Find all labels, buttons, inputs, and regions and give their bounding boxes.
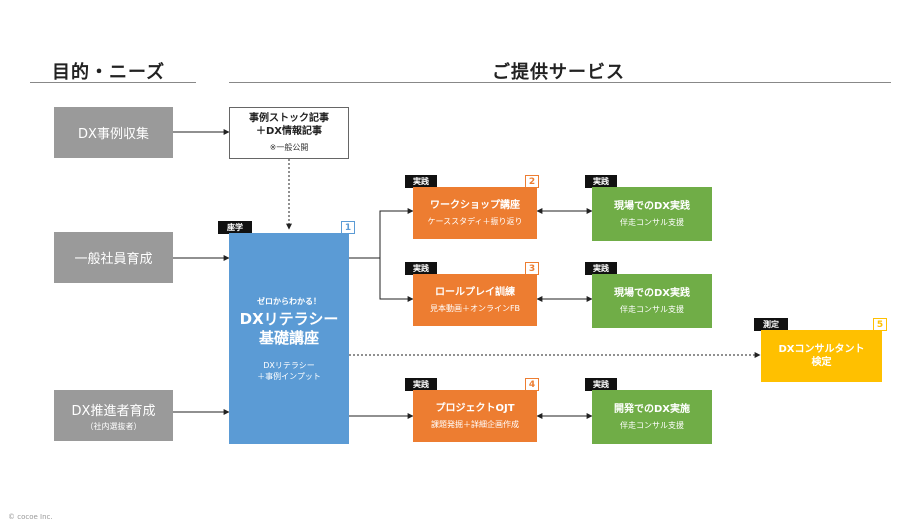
core-desc-1: DXリテラシー [263, 360, 315, 370]
dx-consultant-certification: DXコンサルタント 検定 [761, 330, 882, 382]
field-dx-practice-2: 現場でのDX実践 伴走コンサル支援 [592, 274, 712, 328]
services-heading-underline [229, 82, 891, 83]
need-label: DX推進者育成 [71, 403, 156, 419]
practice-tag: 実践 [585, 175, 617, 188]
project-ojt: プロジェクトOJT 課題発掘＋詳細企画作成 [413, 390, 537, 442]
services-heading: ご提供サービス [492, 62, 625, 83]
core-title-1: DXリテラシー [239, 309, 339, 328]
case-stock-articles-box: 事例ストック記事 ＋DX情報記事 ※一般公開 [229, 107, 349, 159]
consult-tag: 測定 [754, 318, 788, 331]
program-title: プロジェクトOJT [435, 403, 515, 414]
consult-line2: 検定 [811, 357, 832, 368]
program-title: ワークショップ講座 [430, 200, 520, 211]
need-label: DX事例収集 [78, 127, 149, 142]
core-desc-2: ＋事例インプット [257, 371, 321, 381]
practice-subtitle: 伴走コンサル支援 [620, 305, 684, 314]
practice-title: 現場でのDX実践 [613, 201, 690, 212]
stock-note: ※一般公開 [269, 143, 309, 152]
program-subtitle: 課題発掘＋詳細企画作成 [431, 420, 519, 429]
practice-subtitle: 伴走コンサル支援 [620, 218, 684, 227]
need-employee-training: 一般社員育成 [54, 232, 173, 283]
needs-heading-underline [30, 82, 196, 83]
practice-tag: 実践 [585, 378, 617, 391]
program-number-badge: 4 [525, 378, 539, 391]
need-dx-case-collection: DX事例収集 [54, 107, 173, 158]
consult-line1: DXコンサルタント [778, 344, 865, 355]
program-tag: 実践 [405, 262, 437, 275]
stock-line1: 事例ストック記事 [249, 113, 329, 124]
practice-title: 開発でのDX実施 [613, 404, 690, 415]
core-tag: 座学 [218, 221, 252, 234]
field-dx-practice-1: 現場でのDX実践 伴走コンサル支援 [592, 187, 712, 241]
need-dx-promoter-training: DX推進者育成 （社内選抜者） [54, 390, 173, 441]
needs-heading: 目的・ニーズ [52, 62, 166, 83]
copyright: © cocoe Inc. [8, 513, 53, 521]
stock-line2: ＋DX情報記事 [255, 126, 322, 137]
practice-subtitle: 伴走コンサル支援 [620, 421, 684, 430]
roleplay-training: ロールプレイ訓練 見本動画＋オンラインFB [413, 274, 537, 326]
program-tag: 実践 [405, 378, 437, 391]
need-label: 一般社員育成 [74, 252, 153, 267]
need-sublabel: （社内選抜者） [85, 421, 142, 431]
core-title-2: 基礎講座 [258, 328, 319, 347]
workshop-course: ワークショップ講座 ケーススタディ＋振り返り [413, 187, 537, 239]
program-title: ロールプレイ訓練 [435, 287, 515, 298]
program-subtitle: ケーススタディ＋振り返り [427, 217, 523, 226]
program-tag: 実践 [405, 175, 437, 188]
core-catch: ゼロからわかる！ [257, 296, 321, 306]
practice-tag: 実践 [585, 262, 617, 275]
dx-literacy-basic-course: ゼロからわかる！ DXリテラシー 基礎講座 DXリテラシー ＋事例インプット [229, 233, 349, 444]
practice-title: 現場でのDX実践 [613, 288, 690, 299]
program-subtitle: 見本動画＋オンラインFB [429, 304, 521, 313]
development-dx-implementation: 開発でのDX実施 伴走コンサル支援 [592, 390, 712, 444]
